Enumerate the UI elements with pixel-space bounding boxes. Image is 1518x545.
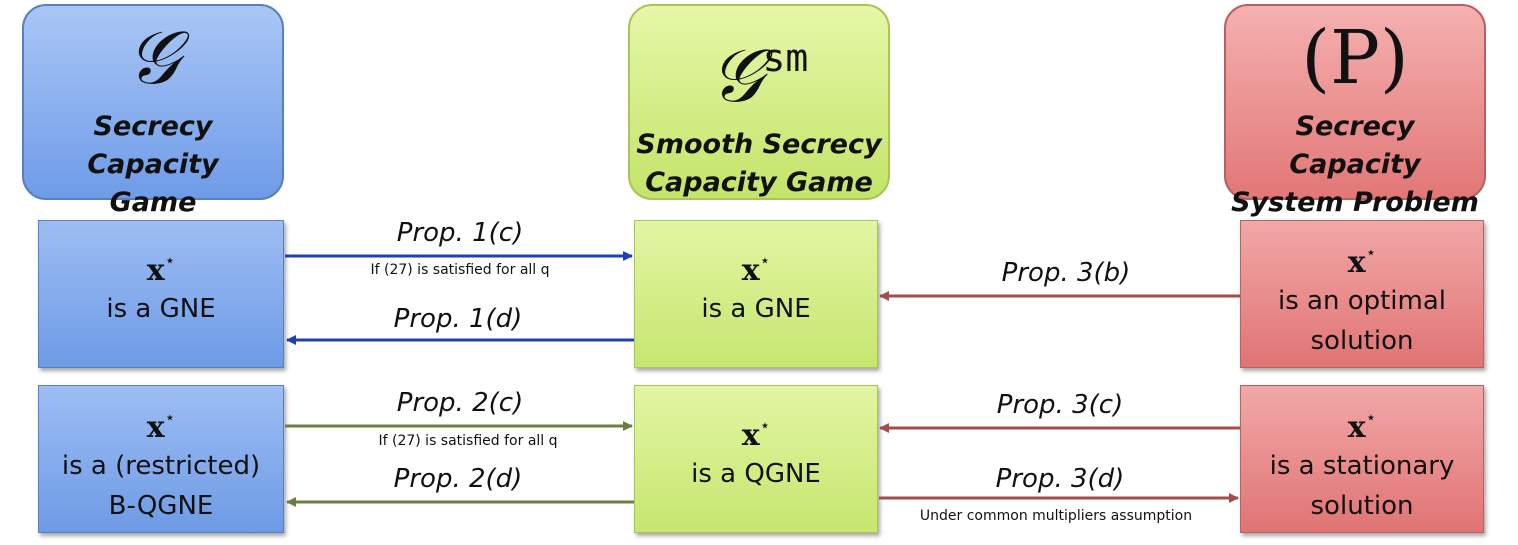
box-text: is a stationary: [1269, 451, 1455, 481]
x-star: x⋆: [741, 416, 771, 453]
x-star: x⋆: [741, 251, 771, 288]
qgne-box: x⋆ is a QGNE: [634, 385, 878, 533]
prop-1c-condition: If (27) is satisfied for all q: [370, 262, 550, 278]
gne-box-left: x⋆ is a GNE: [38, 220, 284, 368]
prop-3b-label: Prop. 3(b): [1001, 258, 1131, 288]
gne-box-middle: x⋆ is a GNE: [634, 220, 878, 368]
stationary-solution-box: x⋆ is a stationary solution: [1240, 385, 1484, 533]
box-text: is an optimal: [1277, 286, 1447, 316]
x-star: x⋆: [1347, 408, 1377, 445]
restricted-bqgne-box: x⋆ is a (restricted) B-QGNE: [38, 385, 284, 533]
prop-1d-label: Prop. 1(d): [393, 304, 523, 334]
x-star: x⋆: [1347, 243, 1377, 280]
box-text: solution: [1310, 326, 1414, 356]
prop-3d-condition: Under common multipliers assumption: [919, 508, 1193, 524]
prop-2c-label: Prop. 2(c): [396, 388, 524, 418]
x-star: x⋆: [146, 251, 176, 288]
box-text: is a (restricted): [61, 451, 261, 481]
prop-2c-condition: If (27) is satisfied for all q: [378, 433, 558, 449]
x-star: x⋆: [146, 408, 176, 445]
box-text: solution: [1310, 491, 1414, 521]
smooth-game-symbol: 𝒢sm: [709, 33, 809, 119]
prop-3d-label: Prop. 3(d): [995, 464, 1125, 494]
box-text: is a QGNE: [691, 459, 821, 489]
box-text: is a GNE: [701, 294, 811, 324]
optimal-solution-box: x⋆ is an optimal solution: [1240, 220, 1484, 368]
game-symbol: 𝒢: [126, 15, 180, 101]
box-text: B-QGNE: [108, 491, 214, 521]
box-text: is a GNE: [106, 294, 216, 324]
prop-2d-label: Prop. 2(d): [393, 464, 523, 494]
prop-3c-label: Prop. 3(c): [996, 390, 1124, 420]
prop-1c-label: Prop. 1(c): [396, 218, 524, 248]
problem-symbol: (P): [1301, 15, 1409, 101]
